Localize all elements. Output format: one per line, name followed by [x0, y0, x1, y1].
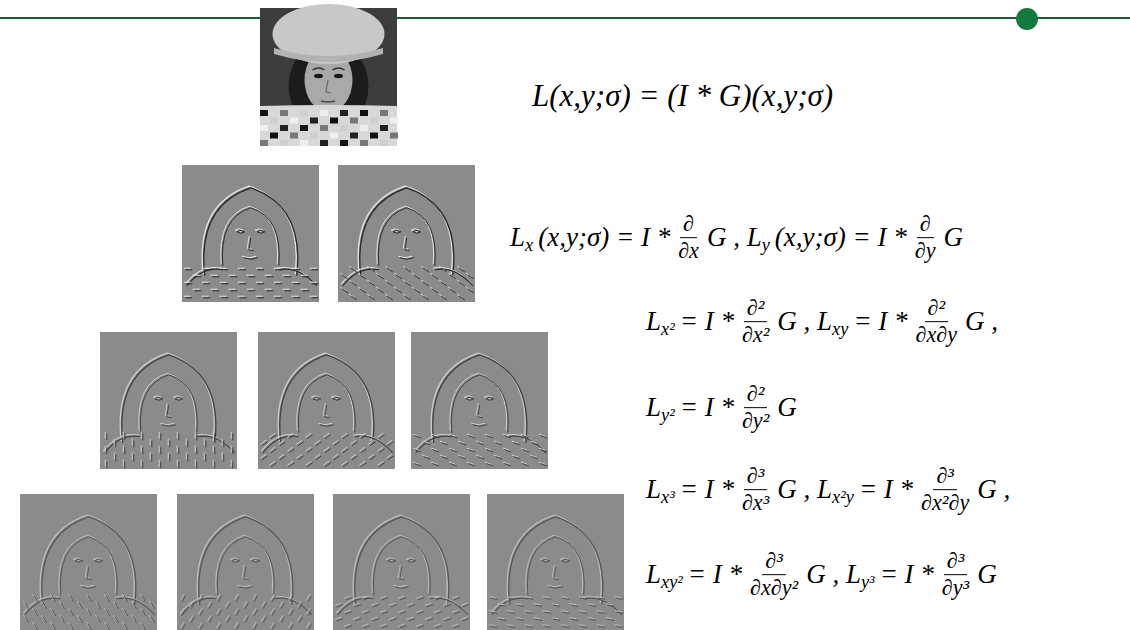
derivative-image: [487, 494, 624, 630]
derivative-image: [177, 494, 314, 630]
equation-text: = I *: [859, 475, 913, 505]
equation-text: G ,: [965, 307, 998, 337]
subscript: xy: [832, 320, 848, 340]
equation-text: G , L: [806, 560, 861, 590]
equation-text: G , L: [777, 475, 832, 505]
fraction: ∂∂x: [675, 212, 702, 264]
fraction-numerator: ∂³: [744, 464, 768, 490]
equation-text: G: [944, 223, 964, 253]
fraction-denominator: ∂y²: [739, 409, 772, 434]
fraction-numerator: ∂³: [933, 464, 957, 490]
equation: Lx(x,y;σ) = I *∂∂xG , Ly(x,y;σ) = I *∂∂y…: [510, 212, 963, 264]
derivative-image: [411, 332, 548, 469]
equation: Ly²= I *∂²∂y²G: [646, 382, 797, 434]
subscript: y: [762, 236, 770, 256]
equation-text: L: [646, 393, 661, 423]
fraction-denominator: ∂x∂y²: [747, 576, 801, 601]
subscript: x: [525, 236, 533, 256]
derivative-image: [100, 332, 237, 469]
equation-text: = I *: [680, 475, 734, 505]
equation-text: = I *: [680, 393, 734, 423]
fraction-numerator: ∂: [680, 212, 697, 238]
equation-text: L: [646, 560, 661, 590]
fraction-denominator: ∂y: [912, 239, 939, 264]
fraction: ∂³∂x³: [739, 464, 772, 516]
subscript: xy²: [661, 573, 683, 593]
equation-text: L: [646, 475, 661, 505]
fraction-numerator: ∂²: [744, 382, 768, 408]
header-rule: [0, 17, 1130, 19]
fraction-denominator: ∂x³: [739, 491, 772, 516]
fraction-numerator: ∂³: [944, 549, 968, 575]
fraction: ∂³∂x²∂y: [918, 464, 972, 516]
equation-text: G , L: [707, 223, 762, 253]
source-photo: [260, 4, 398, 146]
fraction-denominator: ∂x²∂y: [918, 491, 972, 516]
fraction-denominator: ∂x²: [739, 323, 772, 348]
equation-text: = I *: [680, 307, 734, 337]
equation-text: (x,y;σ) = I *: [538, 223, 670, 253]
equation-text: (x,y;σ) = I *: [775, 223, 907, 253]
equation: Lx²= I *∂²∂x²G , Lxy= I *∂²∂x∂yG ,: [646, 296, 998, 348]
equation-text: = I *: [853, 307, 907, 337]
equation: L(x,y;σ) = (I * G)(x,y;σ): [532, 79, 833, 113]
derivative-image: [333, 494, 470, 630]
subscript: y²: [661, 406, 675, 426]
fraction: ∂³∂x∂y²: [747, 549, 801, 601]
equation: Lx³= I *∂³∂x³G , Lx²y= I *∂³∂x²∂yG ,: [646, 464, 1010, 516]
fraction-denominator: ∂x∂y: [913, 323, 961, 348]
subscript: y³: [861, 573, 875, 593]
fraction-numerator: ∂²: [744, 296, 768, 322]
fraction-numerator: ∂²: [925, 296, 949, 322]
equation: Lxy²= I *∂³∂x∂y²G , Ly³= I *∂³∂y³G: [646, 549, 997, 601]
fraction-denominator: ∂y³: [939, 576, 972, 601]
fraction-numerator: ∂³: [762, 549, 786, 575]
equation-text: G: [977, 560, 997, 590]
fraction: ∂∂y: [912, 212, 939, 264]
derivative-image: [258, 332, 395, 469]
fraction-numerator: ∂: [917, 212, 934, 238]
equation-text: L: [510, 223, 525, 253]
equation-text: L(x,y;σ) = (I * G)(x,y;σ): [532, 79, 833, 113]
equation-text: G: [777, 393, 797, 423]
derivative-image: [182, 165, 319, 302]
header-dot: [1016, 8, 1038, 30]
subscript: x²y: [832, 488, 854, 508]
equation-text: L: [646, 307, 661, 337]
subscript: x²: [661, 320, 675, 340]
derivative-image: [338, 165, 475, 302]
equation-text: G , L: [777, 307, 832, 337]
fraction: ∂²∂y²: [739, 382, 772, 434]
equation-text: = I *: [688, 560, 742, 590]
fraction: ∂²∂x²: [739, 296, 772, 348]
derivative-image: [20, 494, 157, 630]
equation-text: = I *: [880, 560, 934, 590]
fraction-denominator: ∂x: [675, 239, 702, 264]
equation-text: G ,: [977, 475, 1010, 505]
fraction: ∂²∂x∂y: [913, 296, 961, 348]
fraction: ∂³∂y³: [939, 549, 972, 601]
subscript: x³: [661, 488, 675, 508]
